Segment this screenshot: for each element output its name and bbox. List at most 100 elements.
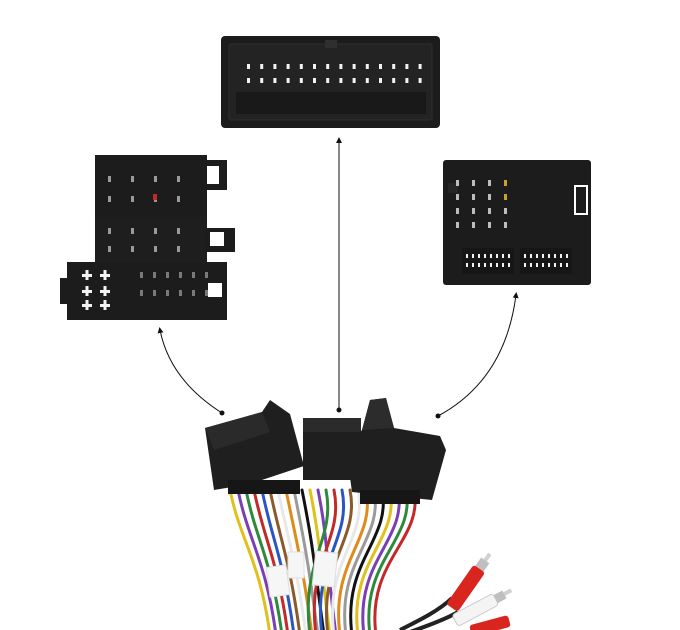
pin bbox=[466, 263, 468, 267]
cross-pin bbox=[103, 300, 107, 310]
pin bbox=[179, 272, 182, 278]
pin bbox=[502, 254, 504, 258]
pin bbox=[339, 64, 343, 69]
pin bbox=[392, 64, 396, 69]
pin bbox=[472, 222, 475, 228]
pin bbox=[273, 78, 277, 83]
pin bbox=[365, 78, 369, 83]
pin bbox=[418, 78, 422, 83]
cross-pin bbox=[85, 270, 89, 280]
pin bbox=[166, 272, 169, 278]
pin bbox=[131, 228, 134, 234]
pin bbox=[554, 263, 556, 267]
pin bbox=[179, 290, 182, 296]
pin bbox=[339, 78, 343, 83]
cross-pin bbox=[85, 300, 89, 310]
pin bbox=[392, 78, 396, 83]
pin bbox=[536, 254, 538, 258]
pin bbox=[131, 196, 134, 202]
arrow-origin-dot-right bbox=[435, 413, 441, 419]
wire bbox=[349, 488, 385, 630]
wire bbox=[244, 488, 283, 630]
pin bbox=[502, 263, 504, 267]
pin bbox=[488, 222, 491, 228]
pin bbox=[273, 64, 277, 69]
pin bbox=[524, 254, 526, 258]
rca-plug-white bbox=[452, 588, 513, 626]
pin bbox=[524, 263, 526, 267]
pin bbox=[472, 208, 475, 214]
pin bbox=[154, 176, 157, 182]
curved-arrow-icon bbox=[157, 327, 223, 414]
wire bbox=[337, 488, 369, 630]
pin bbox=[478, 263, 480, 267]
pin bbox=[542, 254, 544, 258]
pin bbox=[488, 194, 491, 200]
right-connector-pins bbox=[456, 180, 507, 228]
pin bbox=[177, 196, 180, 202]
wire-bundle bbox=[228, 488, 460, 630]
pin bbox=[508, 254, 510, 258]
pin bbox=[192, 272, 195, 278]
pin bbox=[466, 254, 468, 258]
pin bbox=[205, 272, 208, 278]
top-connector-face bbox=[221, 36, 440, 128]
pin bbox=[504, 208, 507, 214]
pin bbox=[504, 222, 507, 228]
pin bbox=[140, 290, 143, 296]
pin bbox=[560, 254, 562, 258]
wire bbox=[361, 488, 401, 630]
pin bbox=[326, 64, 330, 69]
pin bbox=[352, 64, 356, 69]
arrow-origin-dot-left bbox=[219, 410, 225, 416]
cross-pin bbox=[85, 286, 89, 296]
pin bbox=[131, 246, 134, 252]
pin bbox=[530, 263, 532, 267]
pin bbox=[496, 254, 498, 258]
pin bbox=[472, 263, 474, 267]
wire bbox=[343, 488, 377, 630]
left-connector-face bbox=[60, 155, 235, 320]
pin bbox=[192, 290, 195, 296]
pin bbox=[542, 263, 544, 267]
harness-right-connector bbox=[346, 398, 446, 504]
pin bbox=[496, 263, 498, 267]
right-connector-face bbox=[443, 160, 591, 285]
pin bbox=[140, 272, 143, 278]
harness-left-connector bbox=[205, 400, 304, 494]
pin bbox=[286, 64, 290, 69]
pin bbox=[260, 78, 264, 83]
pin bbox=[313, 64, 316, 69]
left-connector-pins bbox=[108, 176, 208, 296]
pin bbox=[177, 246, 180, 252]
pin bbox=[108, 246, 111, 252]
pin bbox=[286, 78, 290, 83]
cross-pin bbox=[103, 286, 107, 296]
curved-arrow-icon bbox=[437, 292, 519, 417]
pin bbox=[177, 228, 180, 234]
pin bbox=[530, 254, 532, 258]
pin bbox=[566, 263, 568, 267]
pin bbox=[205, 290, 208, 296]
cross-pin bbox=[103, 270, 107, 280]
pin bbox=[456, 180, 459, 186]
pin bbox=[326, 78, 330, 83]
pin bbox=[313, 78, 316, 83]
wire bbox=[355, 488, 393, 630]
pin bbox=[566, 254, 568, 258]
pin bbox=[379, 64, 382, 69]
pin bbox=[560, 263, 562, 267]
pin bbox=[504, 194, 507, 200]
pin bbox=[247, 64, 250, 69]
wire bbox=[325, 488, 353, 630]
pin bbox=[365, 64, 369, 69]
wire bbox=[236, 488, 277, 630]
pin bbox=[490, 254, 492, 258]
pin bbox=[154, 246, 157, 252]
pin bbox=[154, 228, 157, 234]
pin bbox=[177, 176, 180, 182]
pin bbox=[418, 64, 422, 69]
pin bbox=[108, 196, 111, 202]
pin bbox=[554, 254, 556, 258]
left-connector-cross-pins bbox=[82, 270, 110, 310]
